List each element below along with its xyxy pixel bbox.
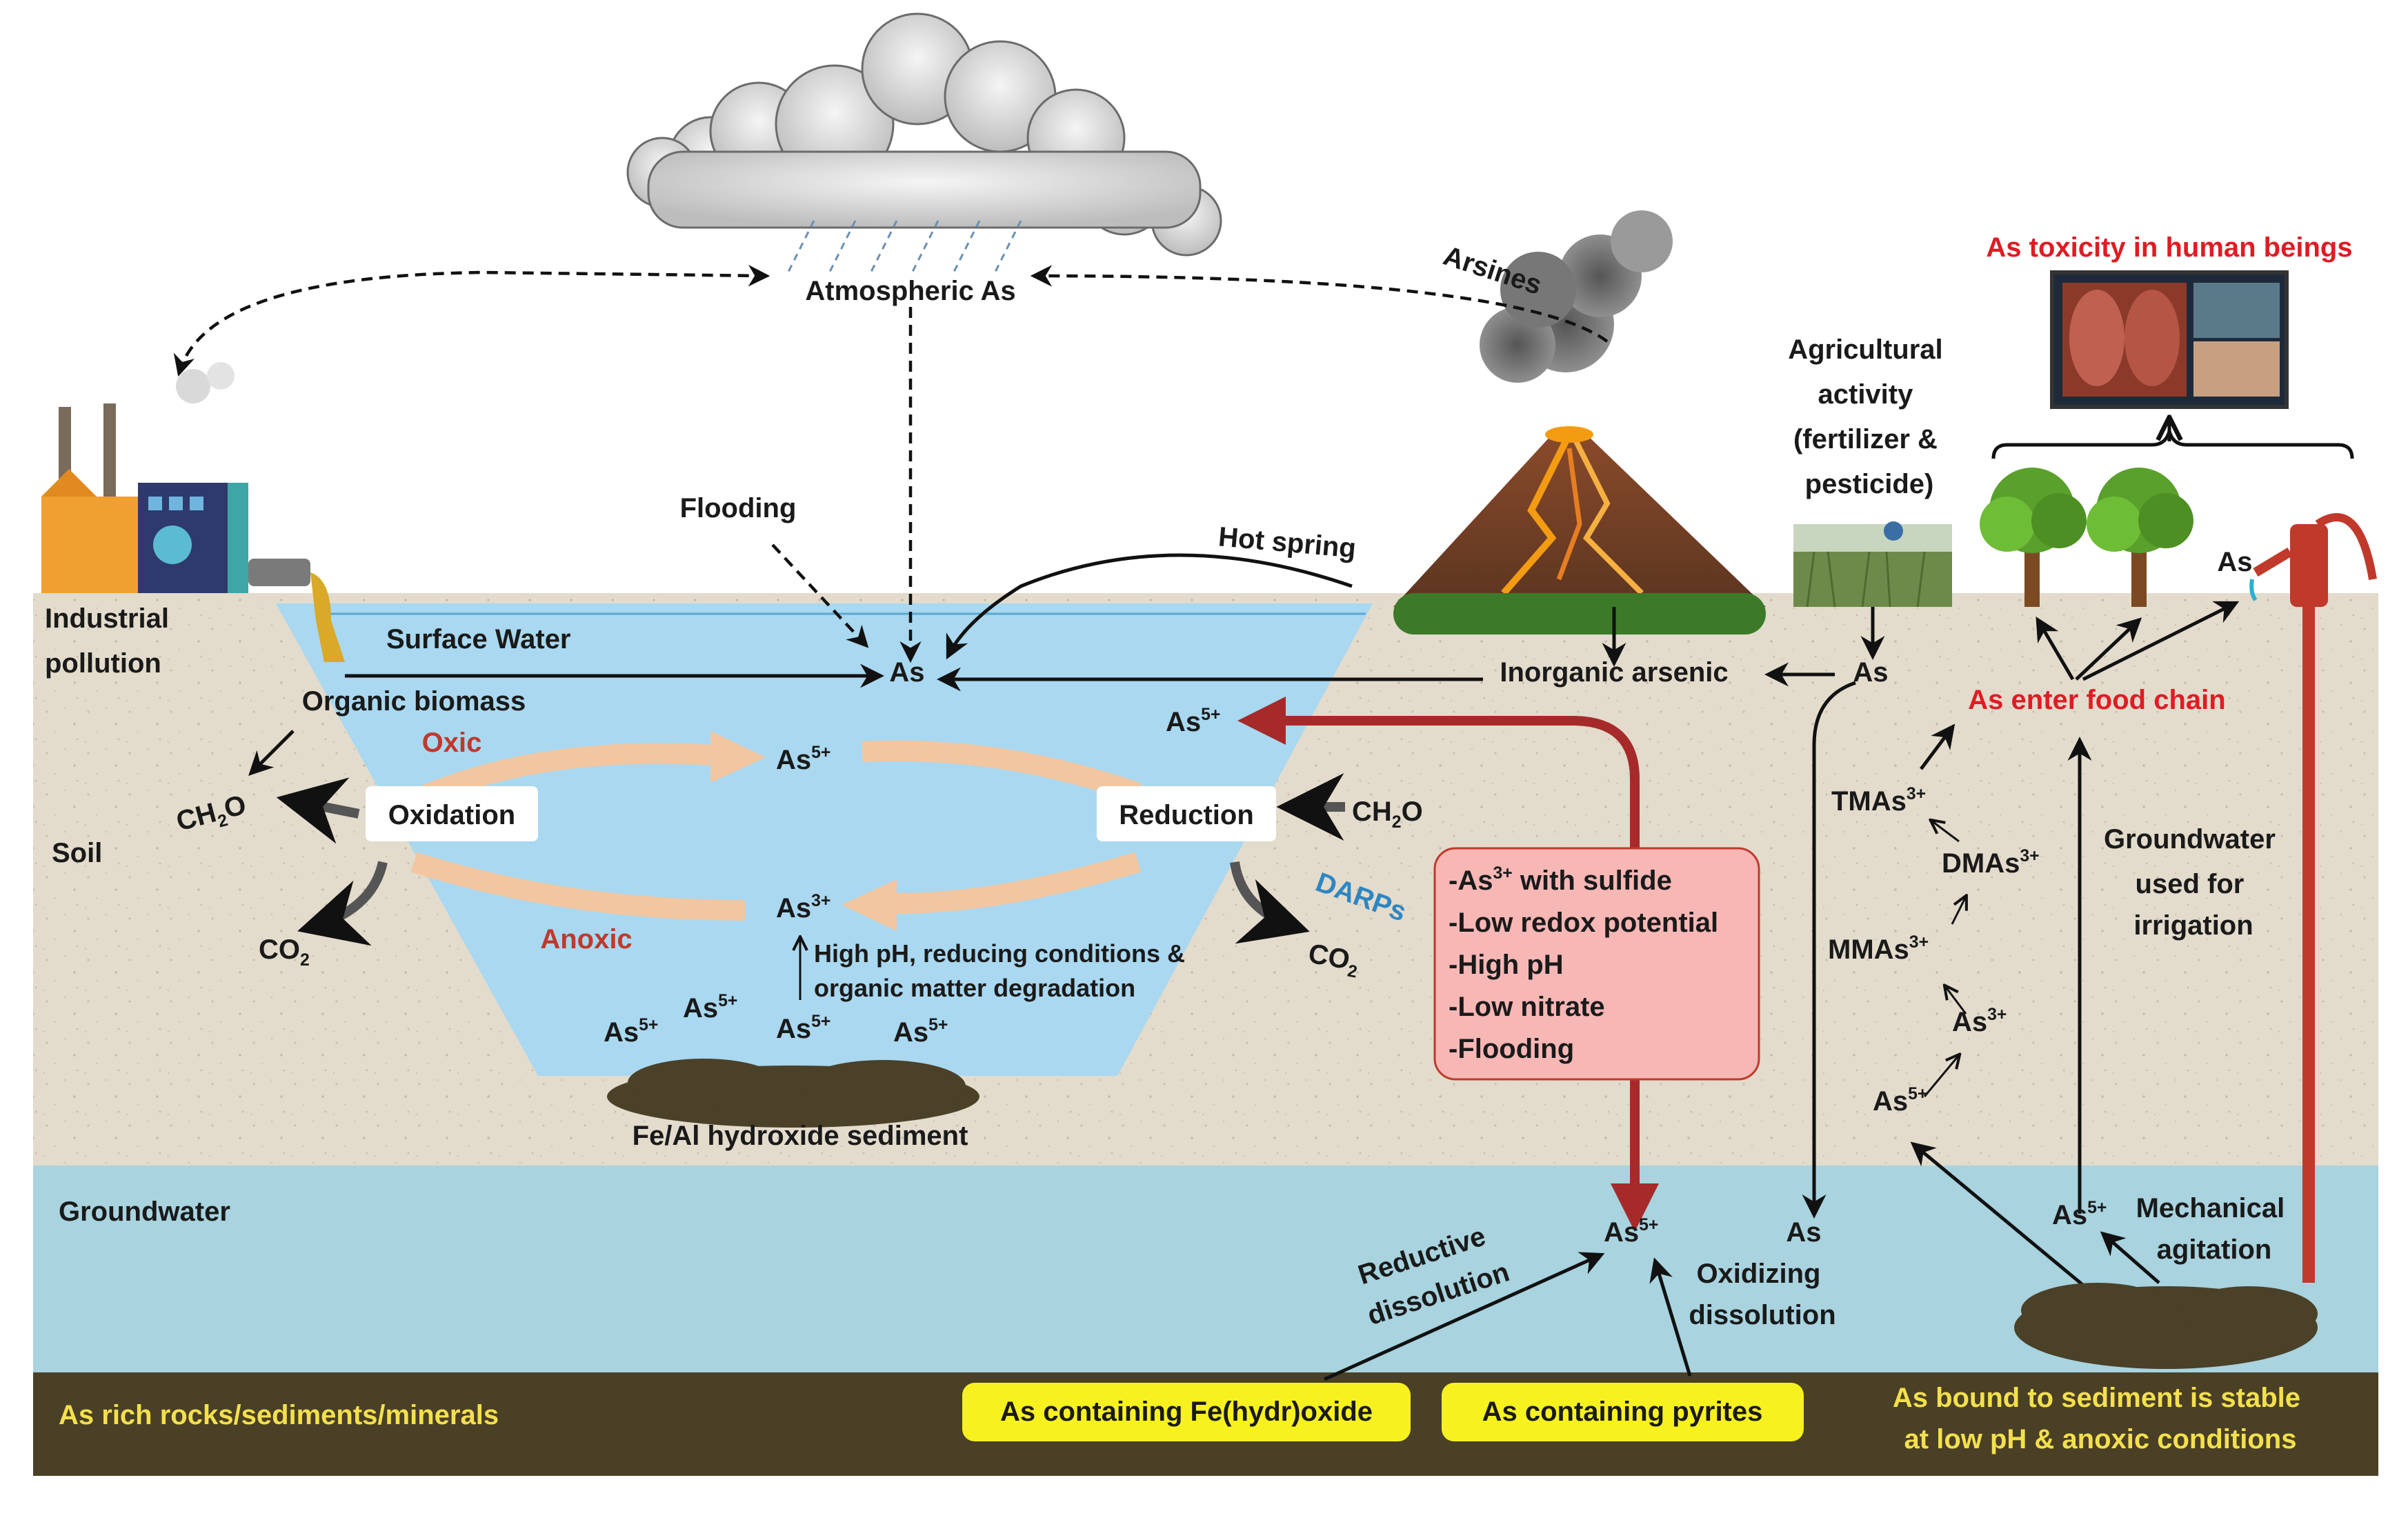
cycle-arrowhead-bottom bbox=[842, 879, 897, 931]
atmospheric-as-label: Atmospheric As bbox=[805, 276, 1015, 306]
surface-water-pond bbox=[276, 603, 1373, 1076]
industrial-pollution-label: Industrial pollution bbox=[45, 603, 177, 679]
pyrites-box bbox=[1442, 1383, 1804, 1441]
reduction-label: Reduction bbox=[1119, 800, 1254, 830]
as5-sed-3: As5+ bbox=[776, 1012, 830, 1044]
mmas-label: MMAs3+ bbox=[1828, 933, 1929, 965]
as3-chain-label: As3+ bbox=[1952, 1006, 2007, 1037]
as-groundwater-right-label: As bbox=[1786, 1217, 1821, 1248]
condition-item: -Low redox potential bbox=[1449, 908, 1718, 938]
arrow-sediment-to-as5-chain bbox=[1910, 1141, 2098, 1298]
organic-biomass-label: Organic biomass bbox=[302, 686, 526, 717]
condition-item: -Low nitrate bbox=[1449, 992, 1605, 1022]
condition-item: -As3+ with sulfide bbox=[1449, 864, 1672, 896]
pyrites-box-label: As containing pyrites bbox=[1482, 1397, 1763, 1427]
as5-groundwater-label: As5+ bbox=[1604, 1216, 1658, 1248]
bound-sediment-label: As bound to sediment is stable at low pH… bbox=[1893, 1383, 2308, 1454]
conditions-list: -As3+ with sulfide -Low redox potential -H… bbox=[1449, 864, 1718, 1064]
tree-icon bbox=[1980, 468, 2087, 607]
as5-groundwater-right-label: As5+ bbox=[2052, 1199, 2107, 1230]
arrow-flooding-to-as bbox=[771, 543, 869, 648]
condition-item: -High pH bbox=[1449, 950, 1564, 980]
arrow-as-to-groundwater bbox=[1802, 681, 1856, 1219]
dmas-label: DMAs3+ bbox=[1942, 847, 2040, 879]
inorganic-arsenic-label: Inorganic arsenic bbox=[1500, 657, 1728, 688]
reduction-box bbox=[1097, 786, 1276, 841]
fe-hydroxide-box-label: As containing Fe(hydr)oxide bbox=[1000, 1397, 1373, 1427]
arrow-sediment-to-as5-gw bbox=[2100, 1231, 2160, 1284]
arrow-oxidation-to-ch2o bbox=[276, 777, 360, 844]
as5-chain-label: As5+ bbox=[1873, 1085, 1927, 1117]
as-enter-food-chain-label: As enter food chain bbox=[1968, 685, 2225, 715]
arrow-foodchain-to-tree1 bbox=[2036, 616, 2075, 681]
agricultural-activity-label: Agricultural activity (fertilizer & pest… bbox=[1788, 334, 1951, 499]
as-toxicity-label: As toxicity in human beings bbox=[1986, 232, 2352, 263]
as5-top-cycle-label: As5+ bbox=[776, 743, 830, 775]
fe-al-sediment-pile bbox=[607, 1059, 979, 1128]
as5-sed-4: As5+ bbox=[893, 1016, 948, 1048]
arrow-fehydroxide-to-as5 bbox=[1323, 1252, 1605, 1381]
soil-label: Soil bbox=[52, 838, 102, 868]
arrow-foodchain-to-tree2 bbox=[2075, 617, 2142, 681]
groundwater-label: Groundwater bbox=[59, 1197, 230, 1227]
fe-al-sediment-label: Fe/Al hydroxide sediment bbox=[633, 1121, 968, 1151]
flooding-label: Flooding bbox=[680, 493, 797, 523]
condition-item: -Flooding bbox=[1449, 1034, 1574, 1064]
groundwater-sediment-pile bbox=[2014, 1283, 2318, 1369]
tmas-label: TMAs3+ bbox=[1831, 785, 1926, 817]
anoxic-label: Anoxic bbox=[540, 924, 632, 954]
as3-cycle-label: As3+ bbox=[776, 892, 830, 923]
oxic-label: Oxic bbox=[422, 728, 482, 758]
groundwater-layer bbox=[33, 1166, 2378, 1372]
arrow-mmas-to-dmas bbox=[1951, 897, 1966, 925]
arrow-reduction-to-co2 bbox=[1230, 861, 1310, 944]
arrow-dmas-to-tmas bbox=[1931, 821, 1960, 843]
surface-water-label: Surface Water bbox=[386, 624, 571, 654]
as-pump-label: As bbox=[2217, 547, 2252, 577]
high-ph-note: High pH, reducing conditions & organic m… bbox=[814, 939, 1192, 1002]
as-central-label: As bbox=[889, 657, 924, 688]
oxidation-box bbox=[366, 786, 538, 841]
arrow-biomass-to-ch2o bbox=[248, 730, 295, 776]
arrow-hot-spring-to-as bbox=[946, 553, 1353, 660]
ch2o-right-label: CH2O bbox=[1352, 797, 1423, 832]
volcano-icon bbox=[1393, 210, 1766, 634]
as5-near-box-label: As5+ bbox=[1166, 706, 1220, 737]
arrow-tmas-to-foodchain bbox=[1920, 723, 1956, 770]
red-arrow-up bbox=[1237, 697, 1640, 1200]
oxidizing-dissolution-label: Oxidizing dissolution bbox=[1689, 1259, 1835, 1330]
arrow-pyrites-to-as5 bbox=[1649, 1257, 1692, 1377]
arrow-as3-to-mmas bbox=[1945, 986, 1967, 1014]
co2-left-label: CO2 bbox=[259, 934, 310, 970]
arrow-foodchain-to-pump bbox=[2082, 601, 2240, 681]
cycle-arrowhead-top bbox=[710, 731, 766, 783]
human-toxicity-photo bbox=[2050, 270, 2289, 409]
cloud-icon bbox=[626, 12, 1222, 257]
arrow-arsines-to-atmosphere bbox=[1030, 265, 1609, 343]
arrow-as5-to-as3 bbox=[1923, 1055, 1959, 1097]
as-rich-rocks-label: As rich rocks/sediments/minerals bbox=[59, 1400, 499, 1430]
oxidation-label: Oxidation bbox=[388, 800, 515, 830]
agricultural-field-photo bbox=[1793, 521, 1952, 608]
as5-sed-1: As5+ bbox=[604, 1016, 658, 1048]
co2-right-label: CO2 bbox=[1305, 939, 1362, 982]
redox-cycle bbox=[409, 740, 1142, 921]
arrow-industry-to-atmosphere bbox=[173, 264, 770, 377]
tree-icon bbox=[2087, 468, 2193, 607]
conditions-box bbox=[1433, 847, 1760, 1081]
arrow-oxidation-to-co2 bbox=[297, 861, 388, 946]
fe-hydroxide-box bbox=[962, 1383, 1411, 1441]
groundwater-irrigation-label: Groundwater used for irrigation bbox=[2104, 824, 2283, 941]
as5-sed-2: As5+ bbox=[683, 992, 737, 1023]
mechanical-agitation-label: Mechanical agitation bbox=[2136, 1193, 2293, 1265]
hand-pump-icon bbox=[2249, 513, 2377, 1283]
as-agricultural-label: As bbox=[1853, 657, 1888, 688]
rain-streaks bbox=[785, 220, 1022, 277]
